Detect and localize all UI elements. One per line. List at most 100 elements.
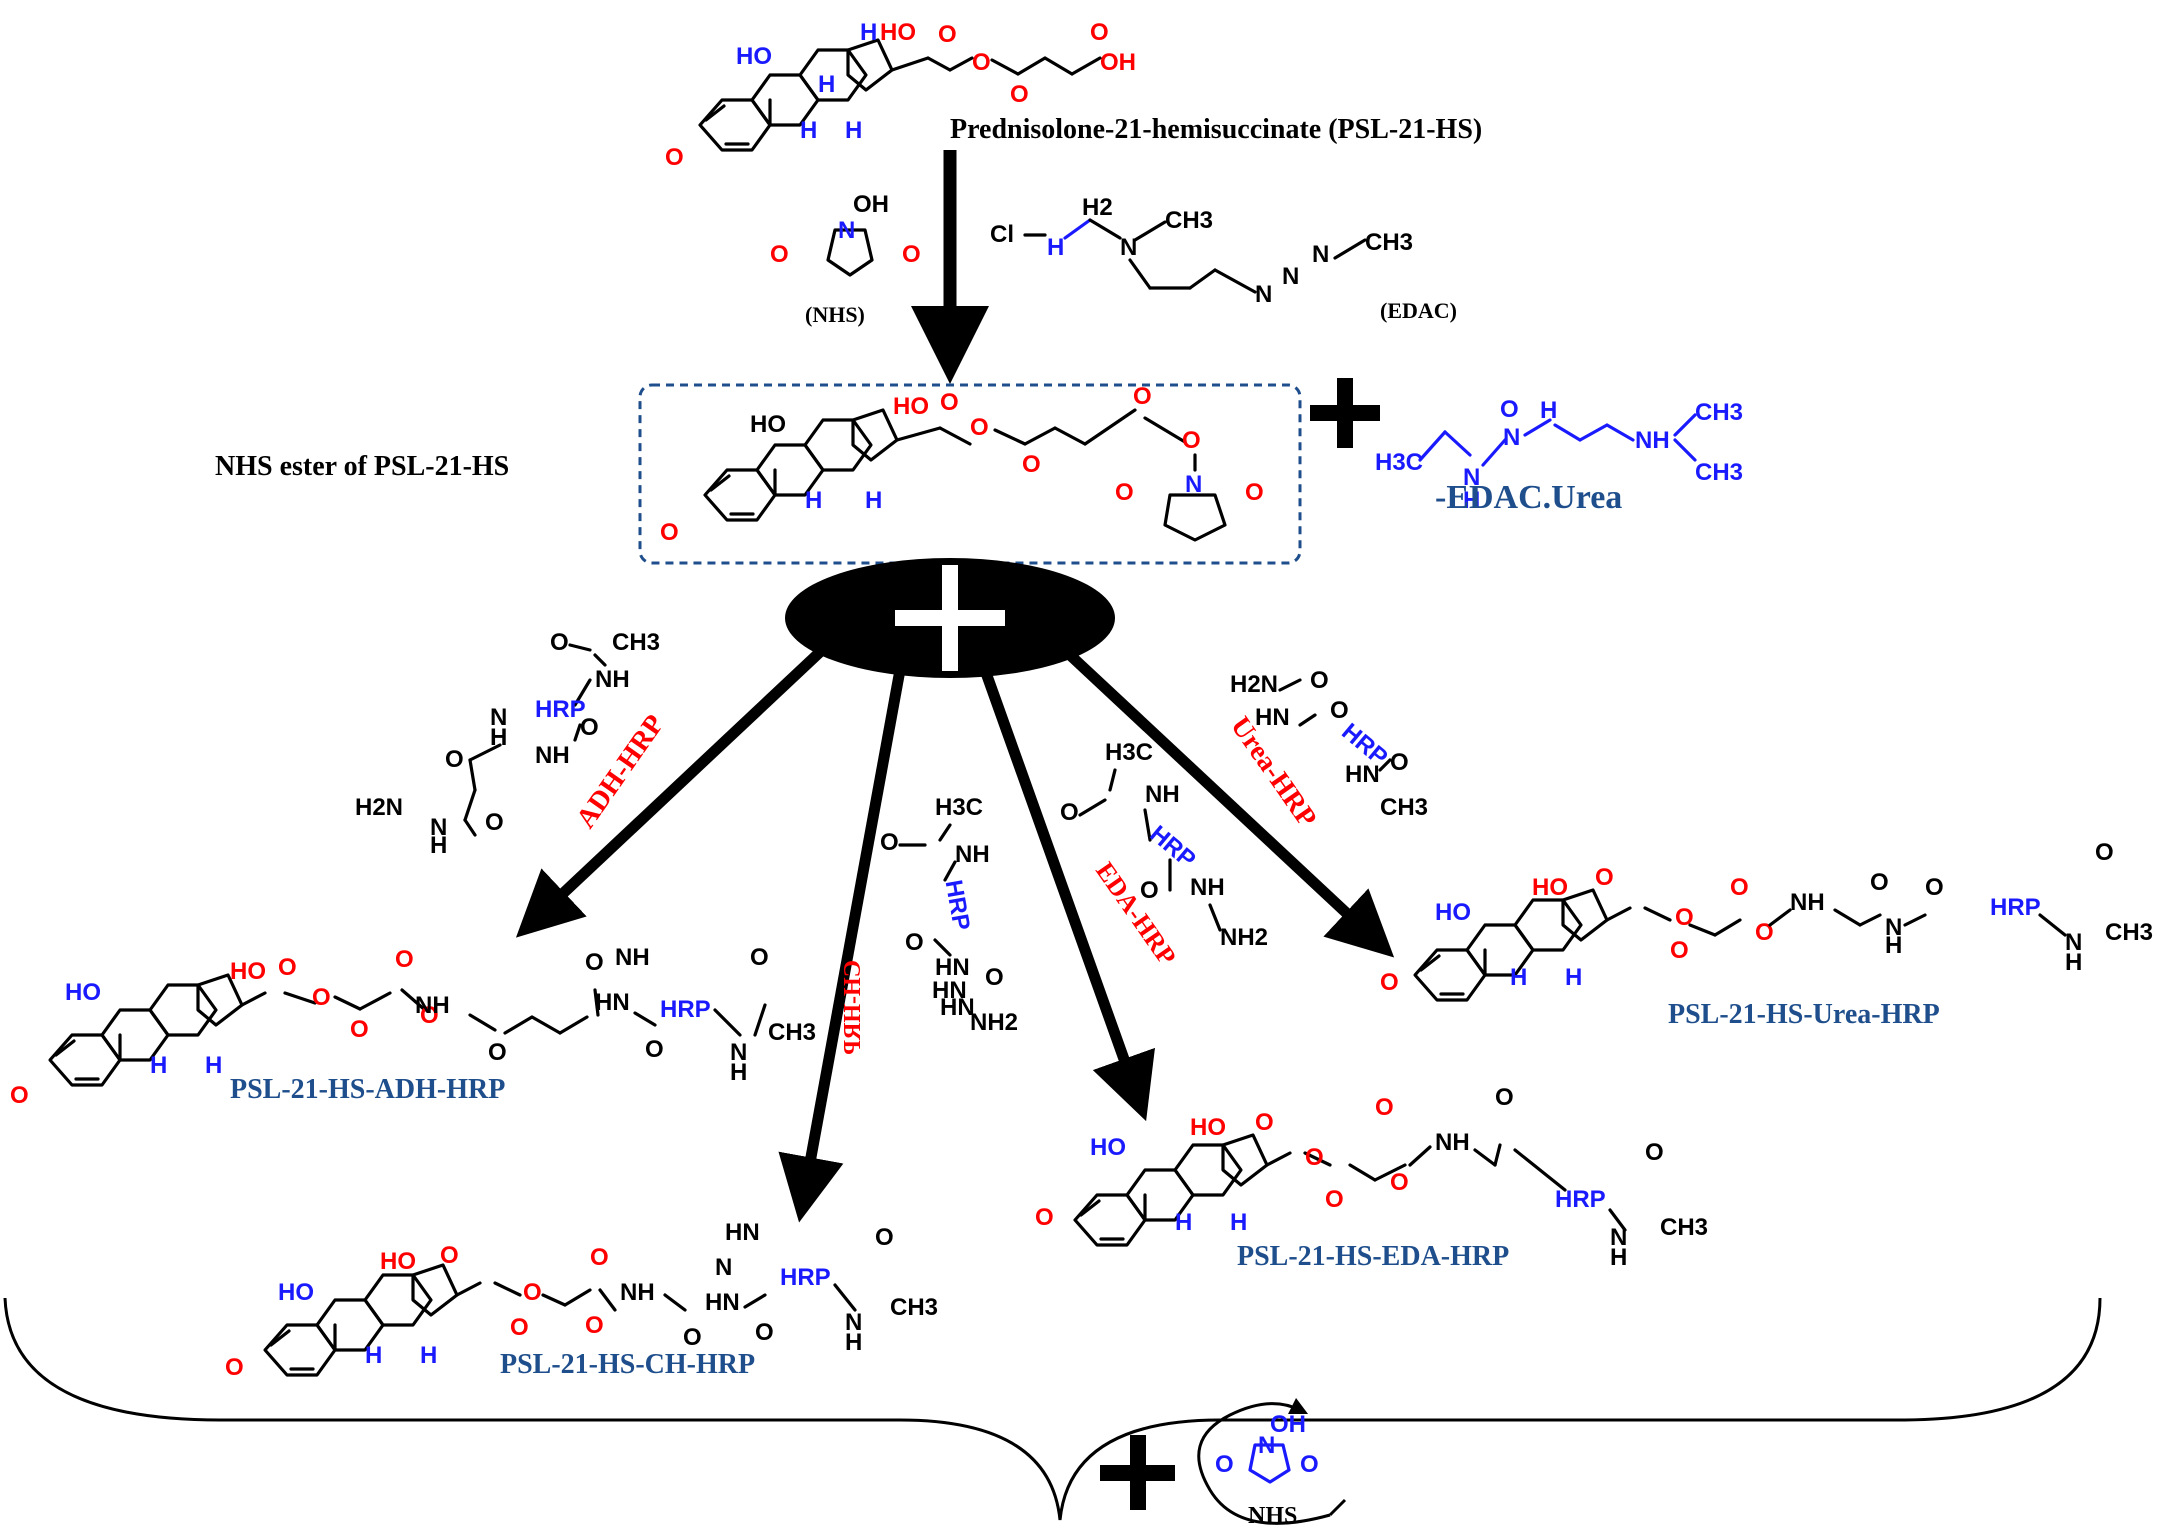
- svg-text:H: H: [420, 1342, 437, 1369]
- svg-text:NH2: NH2: [970, 1009, 1018, 1036]
- adh-product-structure: HO HO H H O O O O O O NH O O NH HN: [10, 944, 816, 1109]
- svg-text:H2N: H2N: [355, 794, 403, 821]
- svg-text:H: H: [1565, 964, 1582, 991]
- svg-text:NH: NH: [535, 742, 570, 769]
- svg-text:O: O: [1215, 1451, 1234, 1478]
- svg-text:NH: NH: [615, 944, 650, 971]
- svg-text:H: H: [845, 1329, 862, 1356]
- ch-hrp-structure: H3C O NH HRP O HN HN O HN NH2: [880, 794, 1018, 1036]
- adh-hrp-structure: O CH3 NH HRP O N H NH O O H2N N H: [355, 629, 660, 859]
- svg-text:NH: NH: [1790, 889, 1825, 916]
- svg-text:O: O: [1495, 1084, 1514, 1111]
- svg-text:N: N: [1258, 1432, 1275, 1459]
- svg-text:H: H: [805, 487, 822, 514]
- svg-text:HRP: HRP: [1990, 894, 2041, 921]
- svg-text:O: O: [440, 1242, 459, 1269]
- svg-text:O: O: [2095, 839, 2114, 866]
- arrow-to-eda: [979, 668, 1155, 1122]
- svg-text:O: O: [1670, 937, 1689, 964]
- svg-text:O: O: [1390, 749, 1409, 776]
- svg-text:N: N: [730, 1039, 747, 1066]
- svg-text:NH: NH: [1190, 874, 1225, 901]
- svg-text:HRP: HRP: [1555, 1186, 1606, 1213]
- svg-text:H: H: [150, 1052, 167, 1079]
- svg-text:O: O: [985, 964, 1004, 991]
- eda-hrp-structure: H3C O NH HRP O NH NH2: [1060, 739, 1268, 951]
- svg-text:O: O: [1255, 1109, 1274, 1136]
- svg-text:O: O: [1035, 1204, 1054, 1231]
- svg-text:Cl: Cl: [990, 221, 1014, 248]
- svg-text:O: O: [1500, 396, 1519, 423]
- svg-text:O: O: [1330, 697, 1349, 724]
- svg-text:NH: NH: [1635, 427, 1670, 454]
- svg-text:HO: HO: [380, 1248, 416, 1275]
- svg-text:O: O: [1390, 1169, 1409, 1196]
- adh-product-label: PSL-21-HS-ADH-HRP: [230, 1074, 505, 1105]
- svg-text:H3C: H3C: [1105, 739, 1153, 766]
- plus-sign-1: [1310, 378, 1380, 448]
- svg-text:CH3: CH3: [612, 629, 660, 656]
- svg-text:HN: HN: [725, 1219, 760, 1246]
- svg-text:H: H: [845, 117, 862, 144]
- svg-text:CH3: CH3: [1660, 1214, 1708, 1241]
- svg-text:O: O: [972, 49, 991, 76]
- svg-text:O: O: [590, 1244, 609, 1271]
- svg-text:O: O: [350, 1016, 369, 1043]
- svg-text:HO: HO: [230, 958, 266, 985]
- svg-text:H: H: [1540, 397, 1557, 424]
- svg-text:HO: HO: [1190, 1114, 1226, 1141]
- svg-text:O: O: [902, 241, 921, 268]
- svg-text:O: O: [1182, 427, 1201, 454]
- eda-product-label: PSL-21-HS-EDA-HRP: [1237, 1241, 1509, 1272]
- svg-text:HN: HN: [1345, 761, 1380, 788]
- svg-text:H: H: [490, 724, 507, 751]
- svg-text:HO: HO: [750, 411, 786, 438]
- nhs-ester-structure: HO HO H H O O O O O O N O O: [660, 383, 1264, 546]
- edac-label: (EDAC): [1380, 298, 1457, 323]
- svg-text:HRP: HRP: [660, 996, 711, 1023]
- edac-urea-structure: H3C N H O N H NH CH3 CH3: [1375, 396, 1743, 514]
- svg-text:CH3: CH3: [1165, 207, 1213, 234]
- eda-product-structure: HO HO H H O O O O O O NH O HRP N H O CH3: [1035, 1084, 1708, 1271]
- svg-text:O: O: [1010, 81, 1029, 108]
- svg-text:H: H: [818, 71, 835, 98]
- svg-text:N: N: [2065, 929, 2082, 956]
- svg-text:O: O: [1375, 1094, 1394, 1121]
- svg-text:O: O: [683, 1324, 702, 1351]
- svg-text:NH: NH: [620, 1279, 655, 1306]
- svg-text:HRP: HRP: [535, 696, 586, 723]
- svg-text:N: N: [430, 814, 447, 841]
- svg-text:O: O: [750, 944, 769, 971]
- top-compound-label: Prednisolone-21-hemisuccinate (PSL-21-HS…: [950, 114, 1482, 145]
- svg-text:NH: NH: [1435, 1129, 1470, 1156]
- svg-text:OH: OH: [1270, 1411, 1306, 1438]
- svg-text:O: O: [10, 1082, 29, 1109]
- svg-text:O: O: [645, 1036, 664, 1063]
- svg-text:NH: NH: [1145, 781, 1180, 808]
- svg-text:O: O: [225, 1354, 244, 1381]
- svg-text:N: N: [838, 217, 855, 244]
- circular-arrow: [1197, 1397, 1331, 1525]
- svg-text:CH3: CH3: [1365, 229, 1413, 256]
- svg-text:HN: HN: [1255, 704, 1290, 731]
- svg-text:H: H: [865, 487, 882, 514]
- arrow-to-ch: [778, 669, 906, 1223]
- nhs-label: (NHS): [805, 302, 865, 327]
- svg-text:O: O: [770, 241, 789, 268]
- svg-text:O: O: [585, 1312, 604, 1339]
- urea-product-label: PSL-21-HS-Urea-HRP: [1668, 999, 1940, 1030]
- svg-text:O: O: [1140, 877, 1159, 904]
- svg-text:CH3: CH3: [1380, 794, 1428, 821]
- svg-text:H2N: H2N: [1230, 671, 1278, 698]
- svg-text:H: H: [1047, 234, 1064, 261]
- bottom-brace: [3, 1297, 2102, 1521]
- svg-text:N: N: [1185, 471, 1202, 498]
- svg-text:O: O: [940, 389, 959, 416]
- svg-text:O: O: [488, 1039, 507, 1066]
- svg-text:N: N: [1312, 241, 1329, 268]
- svg-text:CH3: CH3: [1695, 399, 1743, 426]
- svg-text:HRP: HRP: [940, 878, 975, 933]
- svg-text:O: O: [1310, 667, 1329, 694]
- intermediate-label: NHS ester of PSL-21-HS: [215, 451, 509, 482]
- svg-text:O: O: [1925, 874, 1944, 901]
